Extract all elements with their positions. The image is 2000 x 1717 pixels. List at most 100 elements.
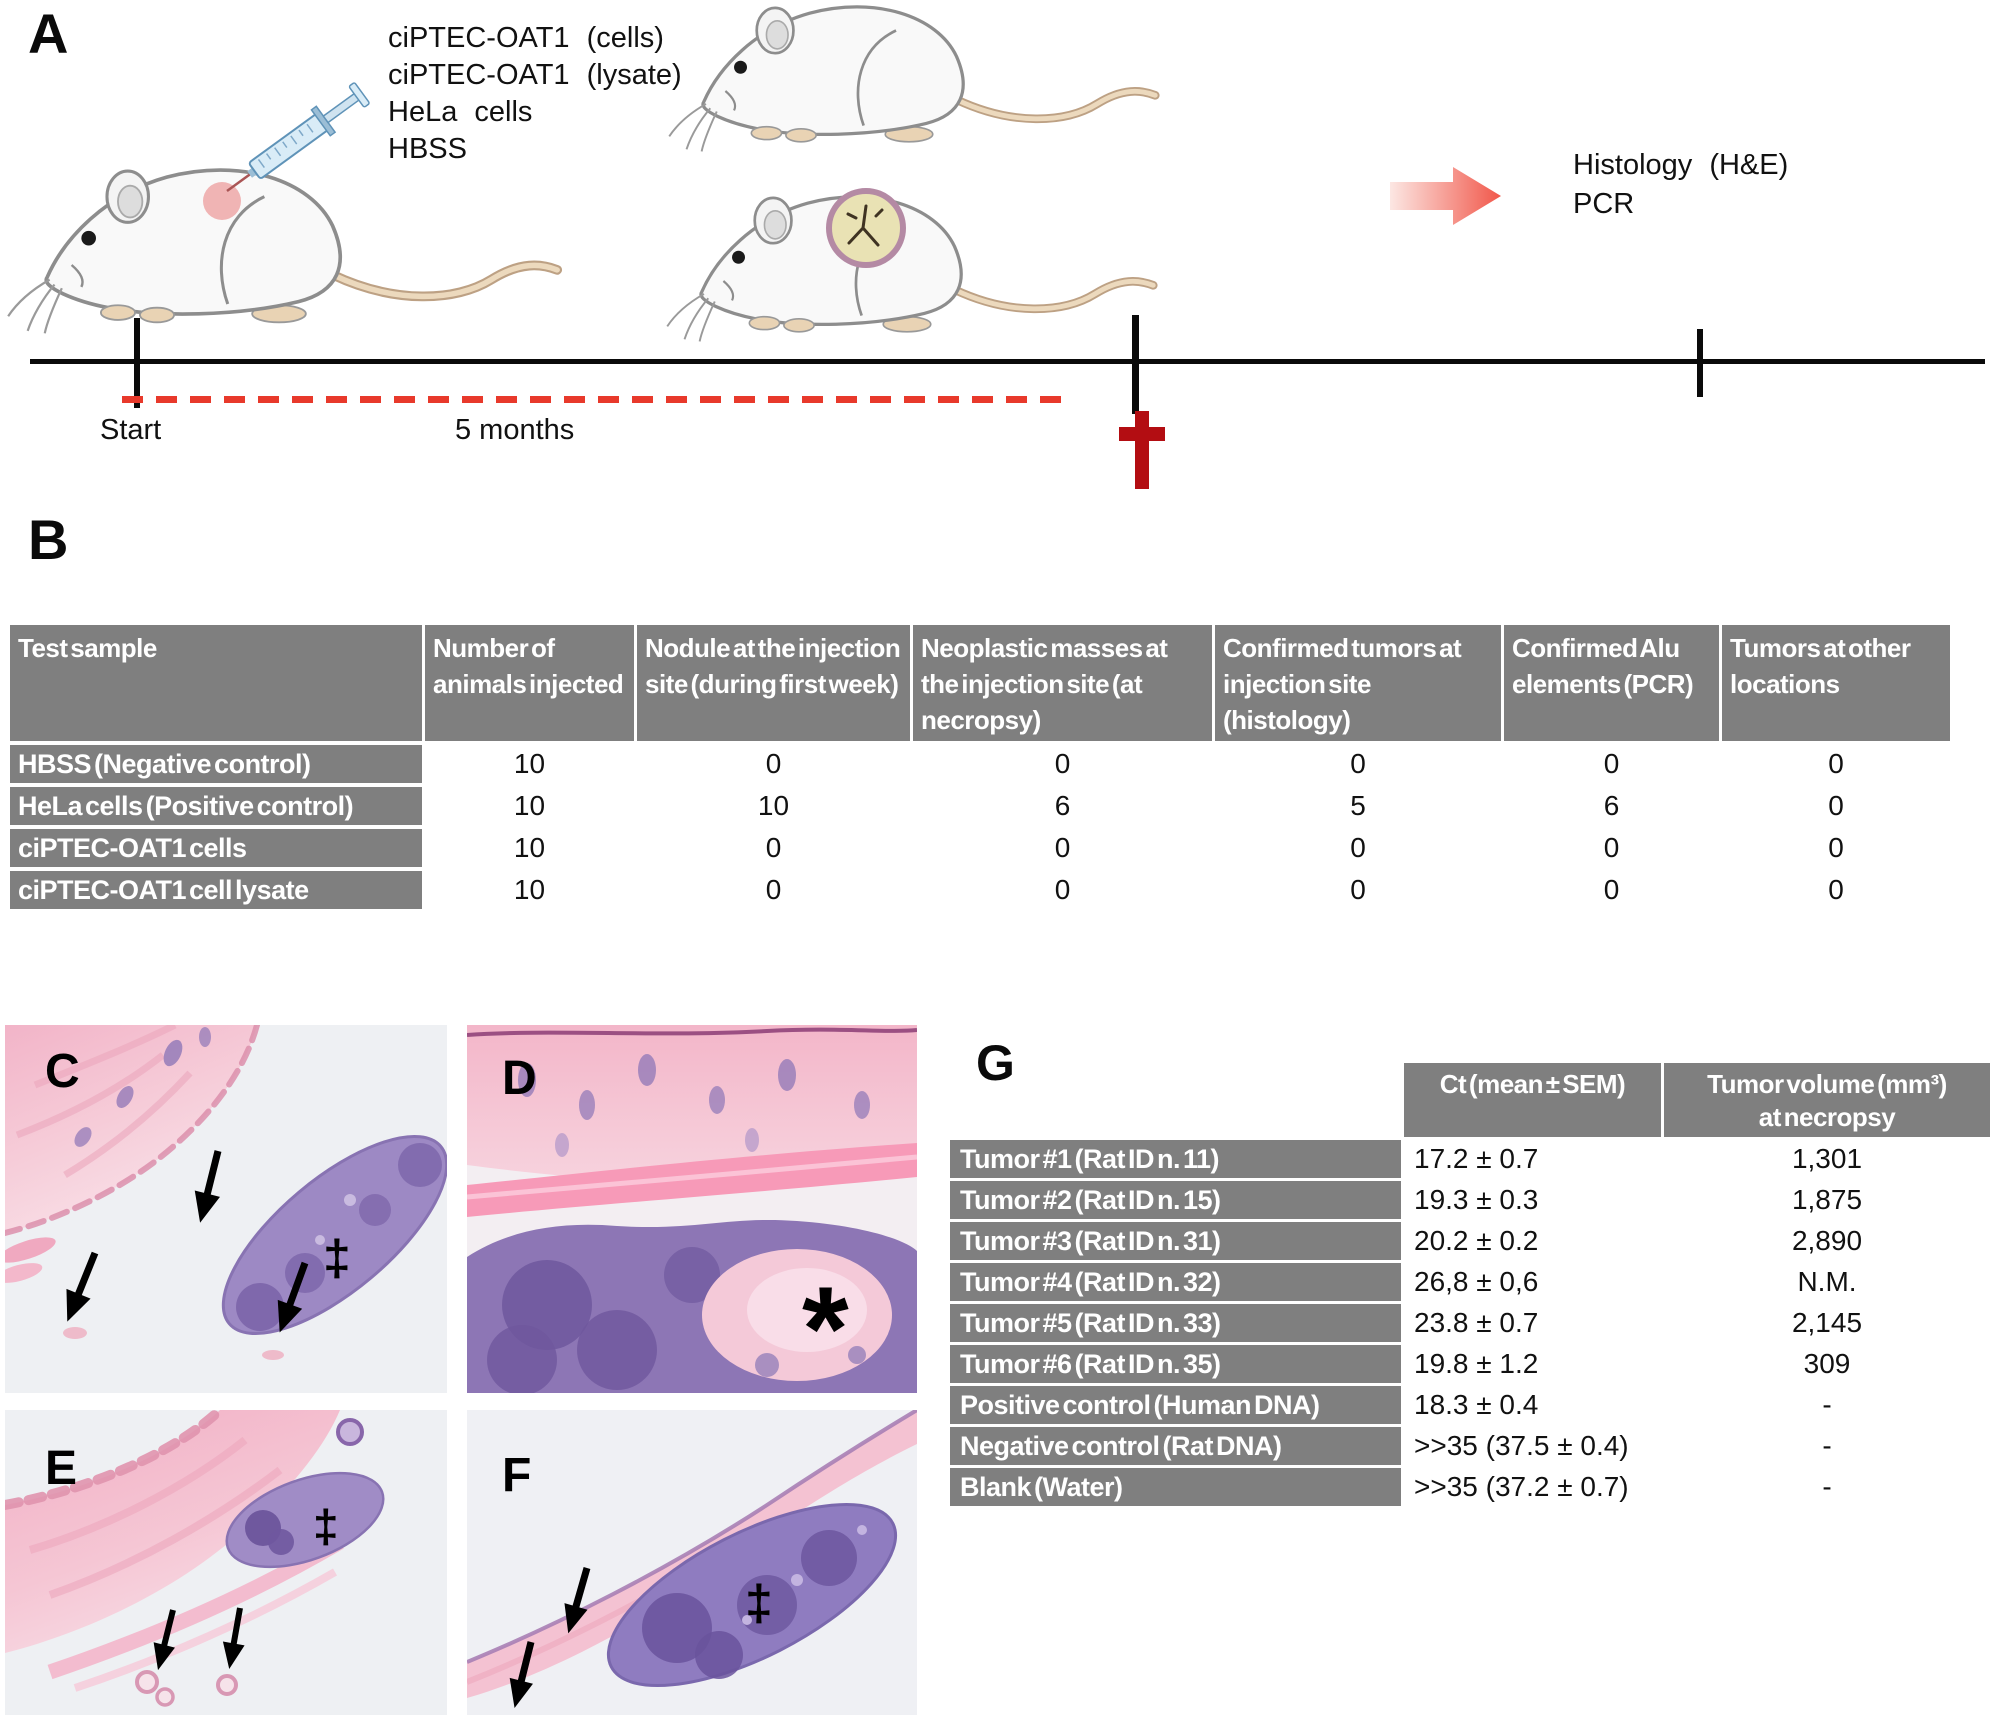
double-dagger-marker: ‡ — [745, 1575, 773, 1631]
column-header: Test sample — [10, 625, 422, 741]
table-cell: 0 — [1828, 748, 1844, 779]
row-label: Tumor #5 (Rat ID n. 33) — [950, 1304, 1401, 1342]
row-label: Tumor #3 (Rat ID n. 31) — [950, 1222, 1401, 1260]
row-label: Blank (Water) — [950, 1468, 1401, 1506]
row-label: HBSS (Negative control) — [10, 745, 422, 783]
analysis-item: Histology (H&E) — [1573, 149, 1789, 181]
volume-value: - — [1822, 1471, 1832, 1502]
row-label: Tumor #6 (Rat ID n. 35) — [950, 1345, 1401, 1383]
volume-value: 1,301 — [1791, 1143, 1863, 1174]
volume-value: - — [1822, 1389, 1832, 1420]
column-header: Confirmed tumors at injection site (hist… — [1215, 625, 1501, 741]
table-cell: 6 — [1603, 790, 1620, 821]
column-header: Tumors at other locations — [1722, 625, 1950, 741]
sample-item: ciPTEC-OAT1 (cells) — [388, 22, 664, 54]
pcr-results-table: Ct (mean ± SEM) Tumor volume (mm³) at ne… — [950, 1063, 1990, 1506]
table-cell: 0 — [1054, 832, 1071, 863]
double-dagger-marker: ‡ — [313, 1500, 339, 1552]
row-label: ciPTEC-OAT1 cells — [10, 829, 422, 867]
analysis-item: PCR — [1573, 188, 1635, 220]
column-header: Number of animals injected — [425, 625, 634, 741]
panel-f-label: F — [502, 1449, 532, 1502]
timeline-start-label: Start — [100, 414, 162, 446]
volume-value: 1,875 — [1791, 1184, 1863, 1215]
tumor-mass-region — [467, 1219, 917, 1393]
panel-a-label: A — [28, 2, 69, 65]
ct-value: 19.3 ± 0.3 — [1414, 1184, 1539, 1215]
volume-value: 309 — [1803, 1348, 1851, 1379]
table-cell: 0 — [1828, 874, 1844, 905]
ct-value: >>35 (37.5 ± 0.4) — [1414, 1430, 1629, 1461]
table-cell: 0 — [1054, 874, 1071, 905]
sample-item: HeLa cells — [388, 96, 533, 128]
endpoint-analyses-list: Histology (H&E) PCR — [1573, 146, 1788, 224]
table-cell: 0 — [1603, 748, 1620, 779]
injection-site-spot — [203, 182, 241, 220]
process-arrow-icon — [1390, 167, 1501, 225]
table-cell: 0 — [1350, 748, 1366, 779]
table-cell: 6 — [1054, 790, 1071, 821]
table-cell: 0 — [1828, 832, 1844, 863]
observation-period-dashed-line — [122, 396, 1072, 403]
table-cell: 10 — [513, 874, 546, 905]
panel-g-label: G — [976, 1035, 1015, 1091]
row-label: Negative control (Rat DNA) — [950, 1427, 1401, 1465]
column-header: Nodule at the injection site (during fir… — [637, 625, 910, 741]
mouse-injected-icon — [8, 170, 557, 333]
row-label: ciPTEC-OAT1 cell lysate — [10, 871, 422, 909]
mouse-plain-icon — [669, 7, 1155, 152]
table-cell: 10 — [513, 748, 546, 779]
table-cell: 0 — [1054, 748, 1071, 779]
column-header-ct: Ct (mean ± SEM) — [1404, 1063, 1661, 1137]
panel-a-graphic — [0, 0, 1501, 510]
table-cell: 0 — [1828, 790, 1844, 821]
annotation-arrow-icon — [153, 1609, 176, 1671]
annotation-arrow-icon — [277, 1261, 309, 1333]
mouse-tumor-icon — [667, 188, 1153, 341]
table-cell: 0 — [765, 748, 782, 779]
row-label: HeLa cells (Positive control) — [10, 787, 422, 825]
double-dagger-marker: ‡ — [323, 1230, 351, 1286]
row-label: Positive control (Human DNA) — [950, 1386, 1401, 1424]
table-cell: 0 — [1350, 832, 1366, 863]
ct-value: 18.3 ± 0.4 — [1414, 1389, 1539, 1420]
injected-samples-list: ciPTEC-OAT1 (cells) ciPTEC-OAT1 (lysate)… — [388, 20, 682, 168]
tumor-node-region — [606, 1502, 898, 1688]
timeline-duration-label: 5 months — [455, 414, 575, 446]
panel-e-label: E — [45, 1442, 78, 1495]
column-header-volume: Tumor volume (mm³) at necropsy — [1664, 1063, 1990, 1137]
ct-value: 20.2 ± 0.2 — [1414, 1225, 1539, 1256]
empty-header-cell — [950, 1063, 1401, 1137]
volume-value: - — [1822, 1430, 1832, 1461]
muscle-band — [467, 1143, 917, 1217]
annotation-arrow-icon — [194, 1150, 222, 1223]
table-cell: 0 — [765, 874, 782, 905]
annotation-arrow-icon — [222, 1607, 245, 1670]
ct-value: >>35 (37.2 ± 0.7) — [1414, 1471, 1629, 1502]
table-cell: 0 — [765, 832, 782, 863]
outcomes-table: Test sample Number of animals injected N… — [10, 625, 1950, 909]
annotation-arrow-icon — [66, 1251, 99, 1322]
histology-image-d: * — [467, 1025, 917, 1393]
histology-image-c: ‡ — [5, 1025, 447, 1393]
asterisk-marker: * — [802, 1262, 849, 1393]
column-header: Neoplastic masses at the injection site … — [913, 625, 1212, 741]
timeline-tick-start — [134, 318, 140, 408]
ct-value: 17.2 ± 0.7 — [1414, 1143, 1539, 1174]
syringe-icon — [226, 82, 370, 193]
timeline-axis — [30, 359, 1985, 364]
row-label: Tumor #2 (Rat ID n. 15) — [950, 1181, 1401, 1219]
sample-item: HBSS — [388, 133, 467, 165]
volume-value: 2,145 — [1791, 1307, 1863, 1338]
volume-value: 2,890 — [1791, 1225, 1863, 1256]
tumor-lump-icon — [826, 188, 906, 268]
column-header: Confirmed Alu elements (PCR) — [1504, 625, 1719, 741]
table-cell: 10 — [513, 832, 546, 863]
timeline-tick-necropsy — [1132, 315, 1139, 414]
table-cell: 0 — [1350, 874, 1366, 905]
annotation-arrow-icon — [564, 1567, 591, 1634]
volume-value: N.M. — [1797, 1266, 1857, 1297]
histology-image-f: ‡ — [467, 1410, 917, 1715]
sample-item: ciPTEC-OAT1 (lysate) — [388, 59, 682, 91]
